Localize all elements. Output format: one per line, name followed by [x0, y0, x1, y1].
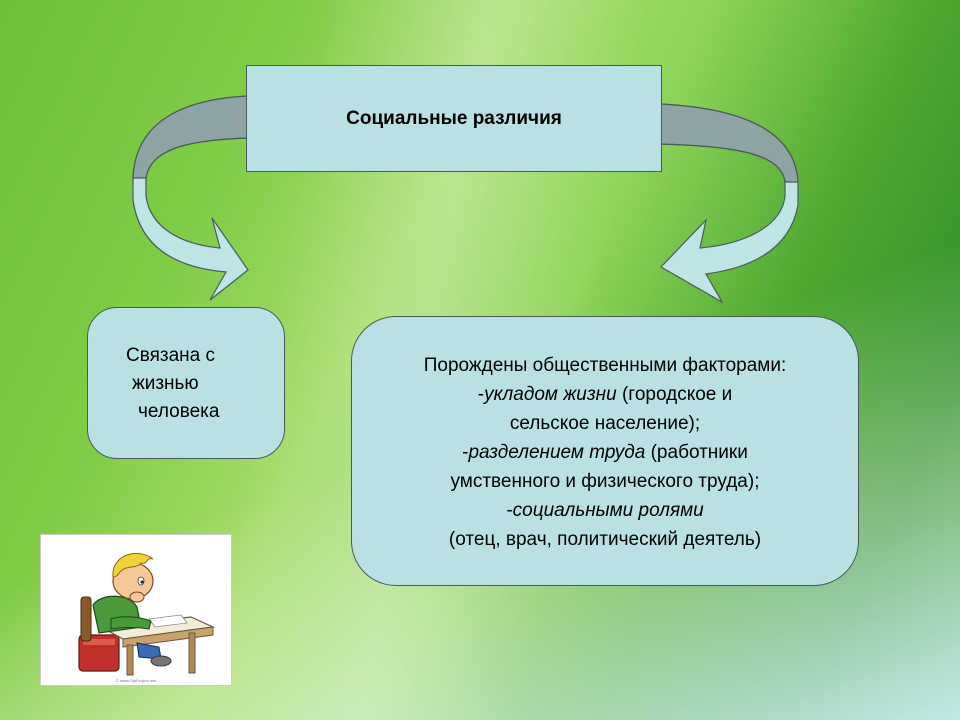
- right-box-line: -разделением труда (работники: [462, 442, 748, 463]
- right-box-line: умственного и физического труда);: [450, 471, 760, 492]
- left-curved-arrow: [132, 95, 249, 301]
- left-box: Связана с жизнью человека: [87, 307, 285, 459]
- right-box-line: -укладом жизни (городское и: [477, 384, 733, 405]
- right-box-line: (отец, врач, политический деятель): [448, 529, 762, 550]
- left-box-line: человека: [138, 401, 220, 422]
- clipart-credit: © www.ClipProject.info: [115, 678, 157, 683]
- italic-term: социальными ролями: [512, 500, 704, 521]
- right-box-line: -социальными ролями: [506, 500, 704, 521]
- diagram-title: Социальные различия: [346, 107, 562, 129]
- right-box-line: Порождены общественными факторами:: [423, 355, 787, 376]
- title-box: Социальные различия: [246, 65, 662, 172]
- clipart-drawing: [78, 552, 216, 676]
- left-box-line: жизнью: [132, 373, 199, 394]
- italic-term: укладом жизни: [484, 384, 617, 405]
- italic-term: разделением труда: [468, 442, 646, 463]
- right-curved-arrow: [659, 103, 799, 304]
- left-box-line: Связана с: [126, 345, 216, 366]
- boy-at-desk-icon: © www.ClipProject.info: [40, 534, 232, 686]
- right-box: Порождены общественными факторами: -укла…: [351, 316, 859, 586]
- right-box-line: сельское население);: [509, 413, 701, 434]
